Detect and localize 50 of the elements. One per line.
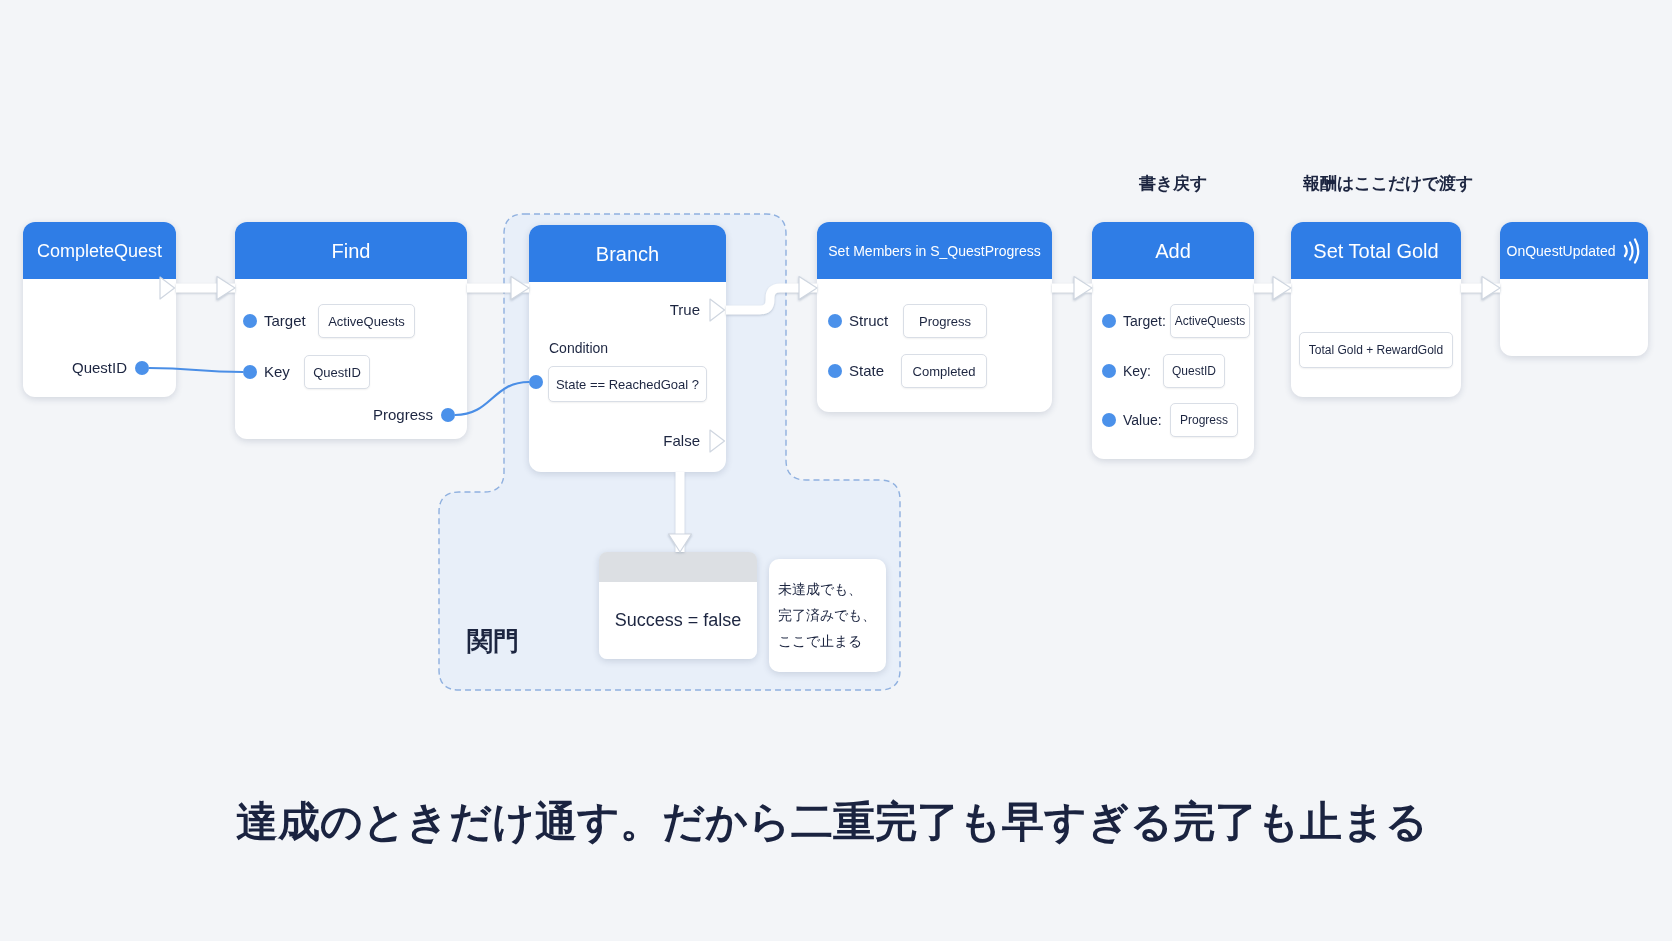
pin-label: Key: [1123, 362, 1151, 381]
pin-label: False [663, 431, 700, 451]
exec-arrow [467, 275, 530, 301]
exec-arrow [1461, 275, 1501, 301]
annotation-text: 報酬はここだけで渡す [1303, 173, 1473, 195]
node-title: Find [331, 238, 371, 263]
value-box: Progress [903, 304, 987, 338]
note-box: 未達成でも、完了済みでも、ここで止まる [769, 559, 886, 672]
node-title: Branch [595, 241, 660, 266]
pin-label: State [849, 361, 885, 381]
value-box: ActiveQuests [318, 304, 415, 338]
pin-label: Target: [1123, 312, 1166, 331]
node-title: Set Members in S_QuestProgress [828, 241, 1041, 261]
node-card [529, 225, 726, 472]
exec-arrow [176, 275, 236, 301]
data-wire [149, 366, 243, 374]
result-box: Success = false [599, 552, 757, 659]
pin-label: Target [264, 311, 306, 331]
pin-label: True [669, 300, 700, 320]
exec-arrow [1254, 275, 1292, 301]
node-card [1092, 222, 1254, 459]
node-card [817, 222, 1052, 412]
node-card [235, 222, 467, 439]
data-wire [454, 380, 530, 417]
node-card [1291, 222, 1461, 397]
value-box: QuestID [1163, 354, 1225, 388]
node-title: Add [1155, 238, 1191, 263]
node-title: Set Total Gold [1313, 238, 1439, 263]
value-box: Total Gold + RewardGold [1299, 332, 1453, 368]
node-card [1500, 222, 1648, 356]
pin-label: Key [264, 362, 290, 382]
node-card [23, 222, 176, 397]
exec-arrow [667, 472, 693, 553]
node-title: CompleteQuest [36, 239, 163, 263]
region-label: 関門 [467, 625, 519, 657]
caption-text: 達成のときだけ通す。だから二重完了も早すぎる完了も止まる [236, 797, 1428, 847]
value-box: Progress [1170, 403, 1238, 437]
pin-label: Progress [372, 405, 433, 425]
exec-arrow [726, 275, 818, 315]
annotation-text: 書き戻す [1139, 173, 1207, 195]
pin-label: Value: [1123, 411, 1162, 430]
pin-label: QuestID [71, 358, 127, 378]
pin-label: Struct [849, 311, 889, 331]
value-box: QuestID [304, 355, 370, 389]
pin-label: Condition [549, 339, 609, 358]
exec-arrow [1052, 275, 1093, 301]
value-box: Completed [901, 354, 987, 388]
value-box: ActiveQuests [1170, 304, 1250, 338]
node-title: OnQuestUpdated [1506, 241, 1616, 261]
value-box: State == ReachedGoal ? [548, 366, 707, 402]
